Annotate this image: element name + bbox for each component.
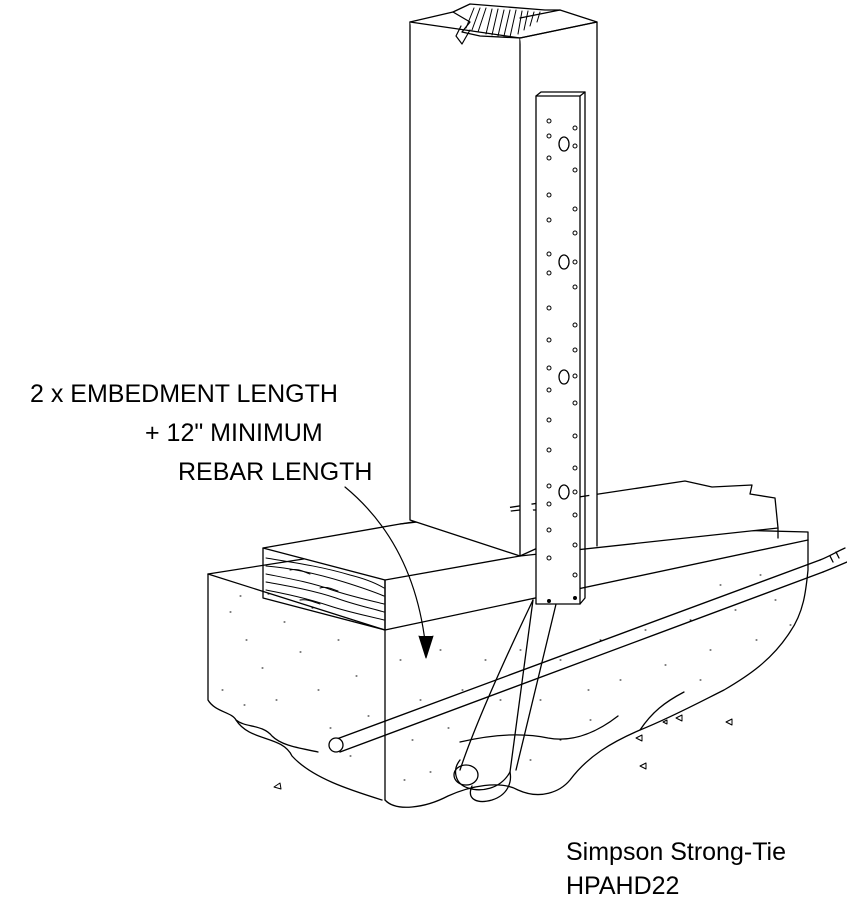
callout-line-3: REBAR LENGTH bbox=[178, 458, 373, 486]
holdown-strap bbox=[536, 92, 585, 604]
wood-grain bbox=[266, 558, 384, 620]
aggregate-marks bbox=[274, 715, 732, 789]
nail-holes bbox=[547, 119, 577, 603]
rebar bbox=[329, 548, 847, 752]
callout-line-2: + 12" MINIMUM bbox=[145, 419, 323, 447]
strap-embedded-leg bbox=[454, 600, 557, 801]
model-caption: HPAHD22 bbox=[566, 872, 680, 900]
concrete-footing bbox=[208, 525, 808, 807]
post-end-hatch bbox=[466, 8, 540, 37]
concrete-speckle bbox=[222, 575, 791, 780]
manufacturer-caption: Simpson Strong-Tie bbox=[566, 838, 786, 866]
callout-line-1: 2 x EMBEDMENT LENGTH bbox=[30, 380, 338, 408]
leader-arrow bbox=[345, 487, 433, 658]
